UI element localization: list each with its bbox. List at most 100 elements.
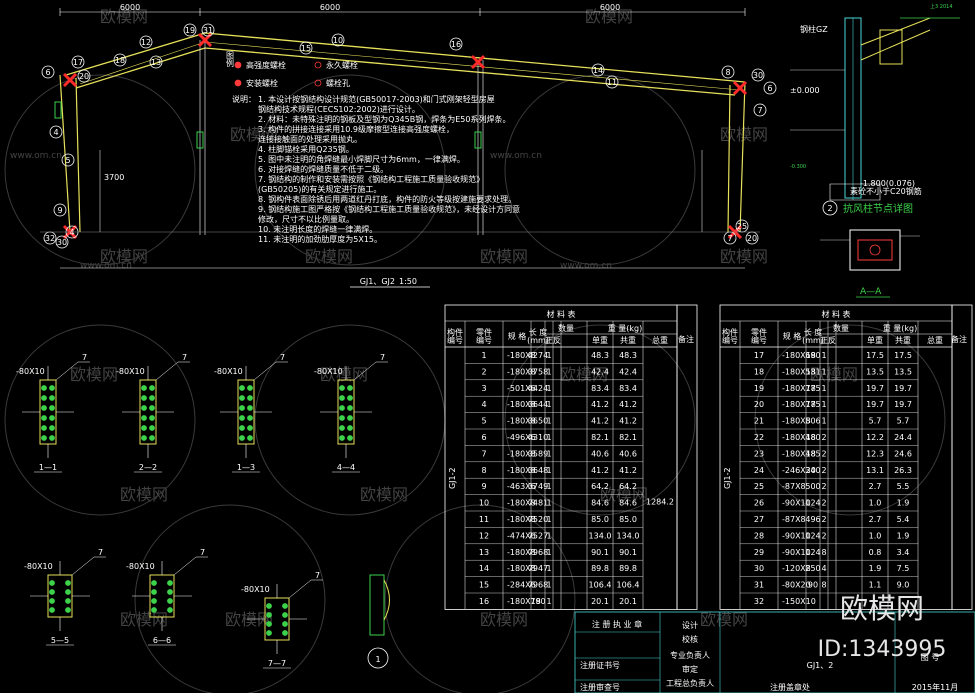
table-cell: 790: [530, 597, 545, 606]
section-label: 7—7: [268, 659, 286, 668]
watermark-circle: [4, 74, 196, 266]
node-number: 19: [185, 26, 195, 35]
table-cell: 20.1: [619, 597, 637, 606]
table-header: 总重: [927, 335, 943, 345]
bolt: [141, 435, 147, 441]
table-cell: 5.5: [897, 482, 910, 491]
watermark-brand: 欧模网: [720, 247, 768, 266]
table-header: 重 量(kg): [608, 323, 643, 333]
rafter-right-bottom: [204, 47, 736, 96]
node-number: 6: [767, 84, 772, 93]
table-cell: 500: [805, 482, 820, 491]
watermark-url: www.om.cn: [560, 261, 612, 271]
bolt: [41, 425, 47, 431]
bolt: [282, 603, 288, 609]
title-row: 注册审查号: [580, 682, 620, 692]
table-cell: 5.7: [897, 417, 910, 426]
table-cell: 124: [805, 548, 820, 557]
table-cell: -80X20: [782, 581, 811, 590]
table-header: 构件: [722, 327, 738, 337]
notes-line: 钢结构技术规程(CECS102:2002)进行设计。: [258, 104, 420, 114]
table-cell: 3644: [528, 400, 548, 409]
table-cell: 17.5: [866, 351, 884, 360]
table-cell: 1.0: [869, 499, 882, 508]
node-number: 10: [333, 36, 343, 45]
node-bubble: [605, 75, 619, 89]
bolt: [247, 415, 253, 421]
table-cell: 19.7: [866, 400, 884, 409]
node-number: 20: [79, 72, 89, 81]
bolt: [65, 607, 71, 613]
table-cell: 2.7: [869, 515, 882, 524]
table-cell: 90.1: [591, 548, 609, 557]
table-cell: 89.8: [591, 564, 609, 573]
watermark-brand: 欧模网: [360, 485, 408, 504]
table-cell: 41.2: [619, 400, 637, 409]
detail-1-weld: [383, 579, 390, 621]
table-cell: 26: [754, 499, 764, 508]
weld-size: 7: [380, 353, 385, 362]
node-bubble: [113, 53, 127, 67]
table-cell: 7.5: [897, 564, 910, 573]
bolt: [239, 435, 245, 441]
bolt: [239, 425, 245, 431]
bolt: [239, 415, 245, 421]
table-cell: 1: [821, 351, 826, 360]
watermark-url: www.om.cn: [490, 151, 542, 161]
table-header: 构件: [447, 327, 463, 337]
detail-1-callout: [367, 647, 389, 669]
table-header: 编号: [447, 335, 463, 345]
legend-item: 高强度螺栓: [246, 60, 286, 70]
table-cell: 124: [805, 531, 820, 540]
table-cell: 2: [821, 433, 826, 442]
node-number: 32: [45, 234, 55, 243]
bolt: [49, 385, 55, 391]
node-bubble: [751, 68, 765, 82]
watermark-brand: 欧模网: [100, 247, 148, 266]
bolt: [49, 589, 55, 595]
table-cell: 4274: [528, 351, 548, 360]
table-cell: 11: [479, 515, 489, 524]
weld-leader: [288, 579, 312, 599]
table-cell: -180X8: [507, 499, 536, 508]
right-column-outer: [739, 81, 746, 233]
table-group-label: GJ1-2: [723, 467, 732, 489]
section-label: 1—1: [39, 463, 57, 472]
node-number: 13: [151, 58, 161, 67]
table-header: 零件: [476, 327, 492, 337]
node-bubble: [77, 69, 91, 83]
table-cell: 13.5: [866, 367, 884, 376]
bolt: [339, 435, 345, 441]
bolt: [149, 425, 155, 431]
table-cell: 42.4: [591, 367, 609, 376]
table-cell: 14: [479, 564, 489, 573]
table1-note-header: 备注: [678, 334, 694, 344]
notes-line: 4. 柱脚锚栓采用Q235钢。: [258, 144, 354, 154]
bolt: [266, 621, 272, 627]
bolt: [347, 415, 353, 421]
table-cell: 1: [546, 564, 551, 573]
bolt: [151, 580, 157, 586]
table-cell: 5.7: [869, 417, 882, 426]
table-cell: 9.0: [897, 581, 910, 590]
table-cell: 7968: [528, 581, 548, 590]
table-cell: 1: [546, 531, 551, 540]
table-cell: -180X8: [507, 548, 536, 557]
table-cell: 690: [805, 351, 820, 360]
bolt: [282, 612, 288, 618]
table-cell: 23: [754, 449, 764, 458]
legend-item: 安装螺栓: [246, 78, 278, 88]
weld-size: 7: [182, 353, 187, 362]
node-bubble: [183, 23, 197, 37]
bolt: [149, 395, 155, 401]
node-bubble: [753, 103, 767, 117]
table-cell: 83.4: [591, 384, 609, 393]
table-cell: 3650: [528, 417, 548, 426]
table-cell: 82.1: [591, 433, 609, 442]
bolt: [339, 395, 345, 401]
table-cell: 2: [481, 367, 486, 376]
table-header: 数量: [558, 323, 574, 333]
node-bubble: [763, 81, 777, 95]
